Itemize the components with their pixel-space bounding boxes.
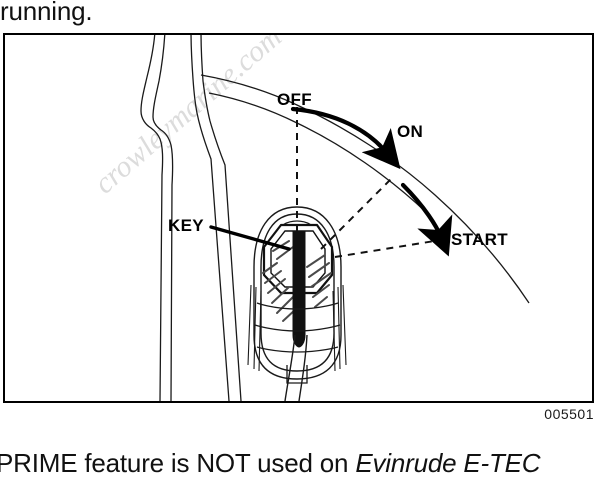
key-switch-assembly <box>247 206 347 401</box>
key-slot <box>292 230 306 348</box>
detent-line-on <box>320 176 394 250</box>
label-off: OFF <box>277 90 312 109</box>
bottom-text-italic: Evinrude E-TEC <box>355 448 541 478</box>
lanyard-cable <box>284 334 308 401</box>
bottom-body-text: PRIME feature is NOT used on Evinrude E-… <box>0 448 541 478</box>
watermark-text: crowleymarine.com <box>88 35 288 200</box>
top-body-text: running. <box>0 0 93 26</box>
figure-frame: crowleymarine.com <box>3 33 594 403</box>
rotation-arrows <box>290 106 453 257</box>
detent-line-start <box>334 238 448 258</box>
bottom-text-plain: PRIME feature is NOT used on <box>0 448 356 478</box>
arrow-on-to-start <box>400 182 453 257</box>
ignition-switch-diagram: crowleymarine.com <box>88 35 530 401</box>
label-key: KEY <box>168 216 204 235</box>
figure-number: 005501 <box>544 406 594 422</box>
watermark: crowleymarine.com <box>88 35 288 200</box>
key-leader-line <box>209 225 291 251</box>
arrow-off-to-on <box>290 106 401 170</box>
label-start: START <box>451 230 508 249</box>
label-on: ON <box>397 122 423 141</box>
